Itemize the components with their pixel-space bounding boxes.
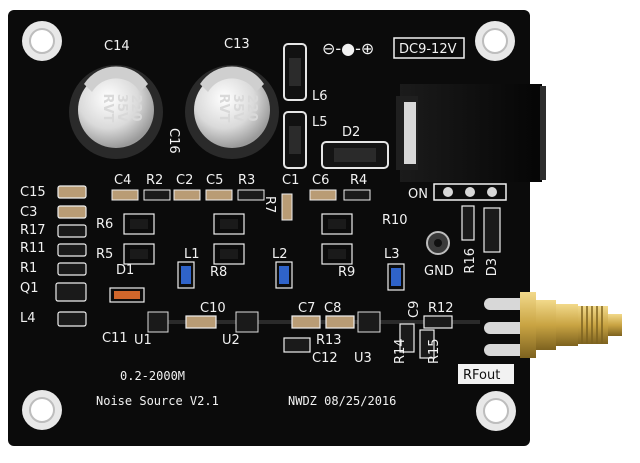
mounting-hole-bottom-left [22,390,62,430]
inductor-l2 [275,261,293,289]
label-u1: U1 [134,333,152,348]
label-r5: R5 [96,247,113,262]
label-d3: D3 [485,258,500,276]
c14-voltage: 35V [114,94,129,122]
inductor-l6 [283,43,307,101]
smd-row-bottom [185,315,453,359]
label-l6: L6 [312,89,328,104]
c13-series: RVT [216,94,231,123]
label-r6: R6 [96,217,113,232]
inductor-l3 [387,263,405,291]
rfout-label-box [458,364,514,384]
label-r17: R17 [20,223,46,238]
label-c3: C3 [20,205,37,220]
power-label-box [393,37,465,59]
rfout-label: RFout [463,368,500,383]
label-r1: R1 [20,261,37,276]
label-c1: C1 [282,173,299,188]
label-c15: C15 [20,185,46,200]
label-gnd: GND [424,264,454,279]
label-c10: C10 [200,301,226,316]
label-q1: Q1 [20,281,39,296]
label-c12: C12 [312,351,338,366]
label-c16: C16 [166,128,181,154]
power-label: DC9-12V [399,42,457,57]
ic-u3 [357,311,381,333]
label-c8: C8 [324,301,341,316]
label-r14: R14 [393,338,408,364]
inductor-l1 [177,261,195,289]
mounting-hole-top-left [22,21,62,61]
capacitor-c14: 220 35V RVT [69,65,163,159]
label-d1: D1 [116,263,134,278]
c14-series: RVT [100,94,115,123]
label-c11: C11 [102,331,128,346]
label-r16: R16 [463,248,478,274]
inductor-l5 [283,111,307,169]
label-u3: U3 [354,351,372,366]
label-c7: C7 [298,301,315,316]
label-r12: R12 [428,301,454,316]
diode-d2 [321,141,389,169]
label-r15: R15 [427,338,442,364]
label-r7: R7 [262,196,277,213]
label-c2: C2 [176,173,193,188]
capacitor-c13: 220 35V RVT [185,65,279,159]
label-l5: L5 [312,115,328,130]
ic-u2 [235,311,259,333]
board-name: Noise Source V2.1 [96,394,219,408]
mounting-hole-top-right [475,21,515,61]
label-l1: L1 [184,247,200,262]
mounting-hole-bottom-right [476,391,516,431]
label-r4: R4 [350,173,367,188]
label-l4: L4 [20,311,36,326]
board-range: 0.2-2000M [120,369,185,383]
label-l2: L2 [272,247,288,262]
on-switch-header [433,183,507,201]
smd-block-middle [123,213,353,265]
dc-power-jack [396,84,546,182]
label-c14: C14 [104,39,130,54]
label-l3: L3 [384,247,400,262]
board-maker-date: NWDZ 08/25/2016 [288,394,396,408]
label-r10: R10 [382,213,408,228]
label-c13: C13 [224,37,250,52]
label-r13: R13 [316,333,342,348]
gnd-test-point [426,231,450,255]
polarity-symbol: ⊖-●-⊕ [322,39,374,58]
smd-row-top [111,189,371,221]
resistor-r16 [461,205,475,241]
label-u2: U2 [222,333,240,348]
smd-column-left [55,185,87,327]
c13-value: 220 [244,94,259,121]
label-r3: R3 [238,173,255,188]
label-r8: R8 [210,265,227,280]
sma-connector [520,292,622,358]
label-r11: R11 [20,241,46,256]
label-c6: C6 [312,173,329,188]
sma-pads [484,298,528,356]
label-d2: D2 [342,125,360,140]
c13-voltage: 35V [230,94,245,122]
diode-d1 [109,287,145,303]
label-c4: C4 [114,173,131,188]
ic-u1 [147,311,169,333]
label-r2: R2 [146,173,163,188]
label-c5: C5 [206,173,223,188]
c14-value: 220 [128,94,143,121]
label-c9: C9 [407,301,422,318]
diode-d3 [483,207,501,253]
label-r9: R9 [338,265,355,280]
label-on: ON [408,187,428,202]
